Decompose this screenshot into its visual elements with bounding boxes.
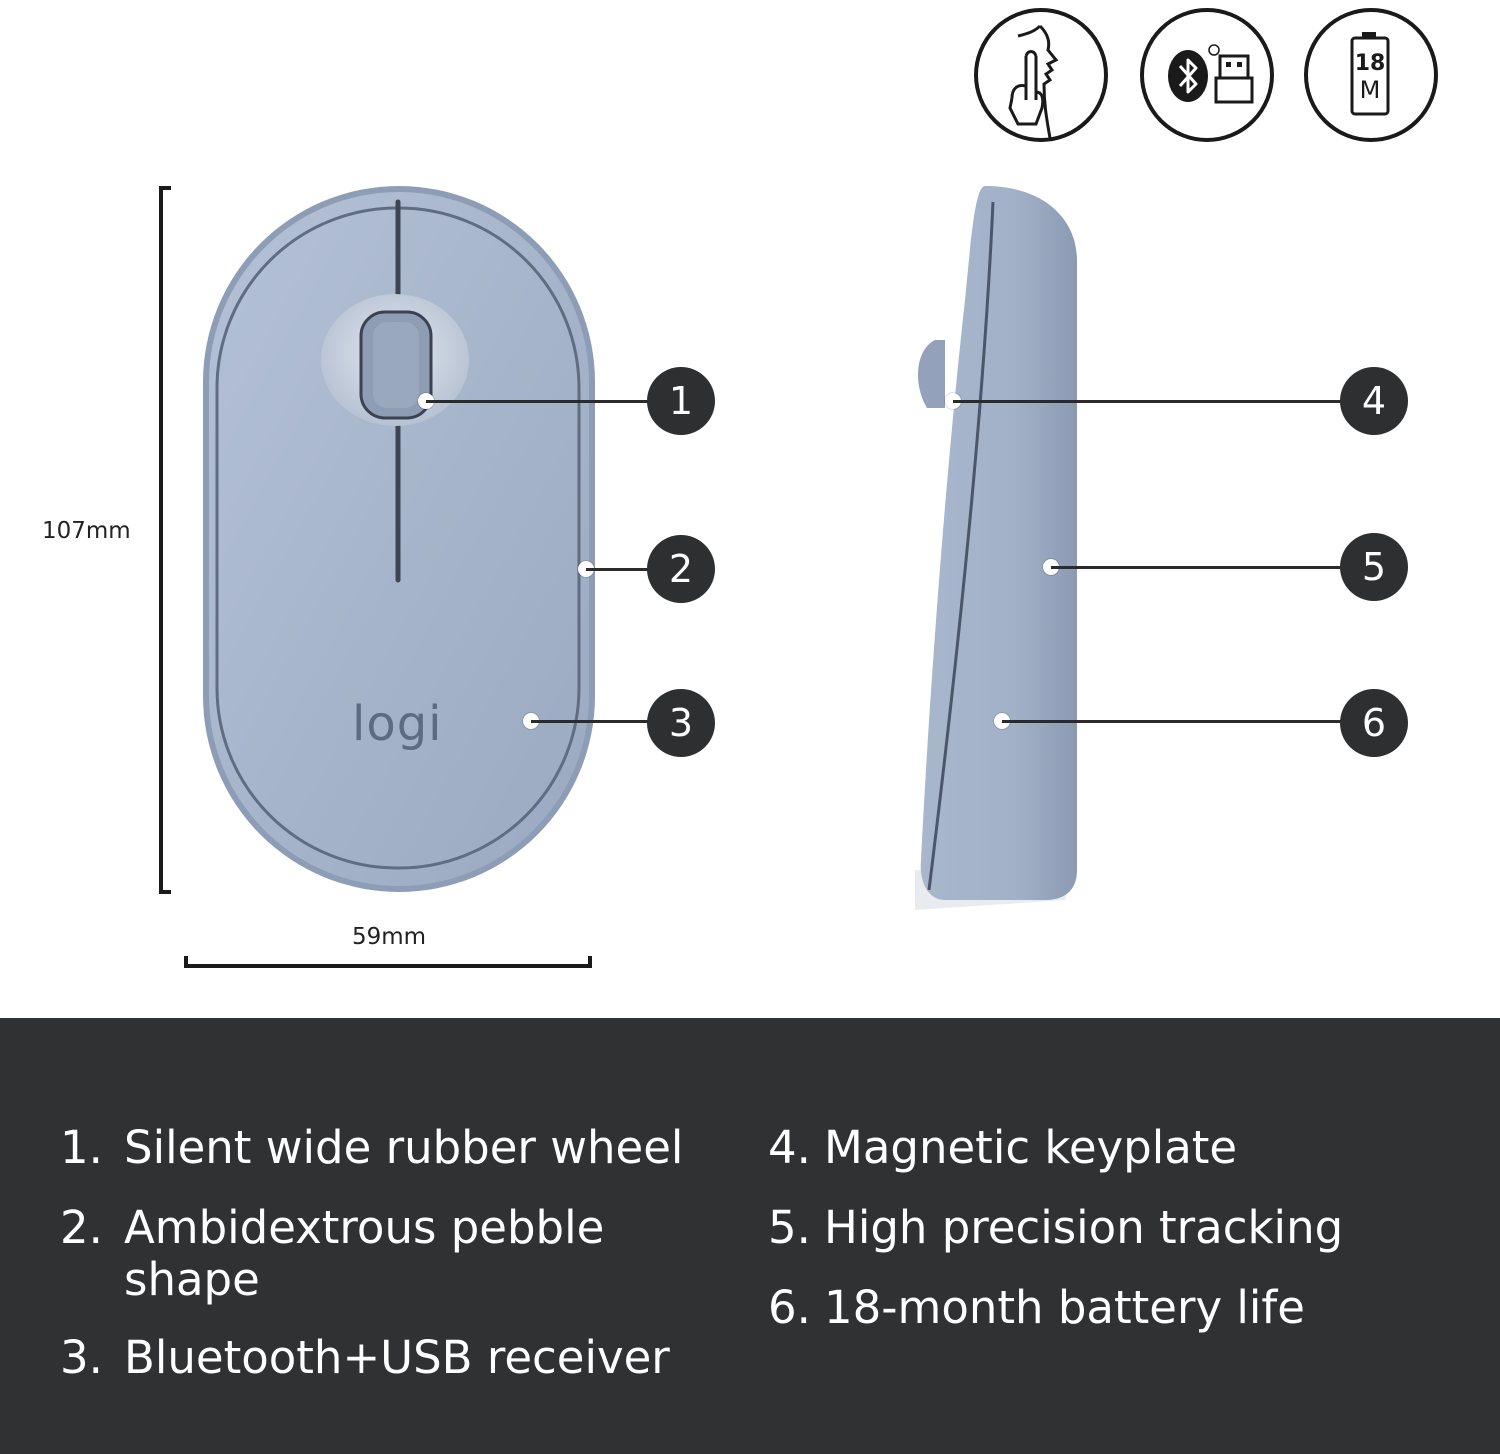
feature-text: Magnetic keyplate xyxy=(824,1121,1238,1174)
callout-line-1 xyxy=(426,400,656,403)
feature-item-4: 4. Magnetic keyplate xyxy=(768,1122,1468,1174)
callout-badge-1: 1 xyxy=(647,367,715,435)
feature-text: Silent wide rubber wheel xyxy=(124,1121,684,1174)
features-panel xyxy=(0,1018,1500,1454)
width-dimension-label: 59mm xyxy=(352,924,427,950)
feature-text: 18-month battery life xyxy=(824,1281,1305,1334)
callout-line-5 xyxy=(1051,566,1351,569)
feature-text: High precision tracking xyxy=(824,1201,1344,1254)
feature-item-6: 6. 18-month battery life xyxy=(768,1282,1468,1334)
callout-badge-4: 4 xyxy=(1340,367,1408,435)
feature-item-5: 5. High precision tracking xyxy=(768,1202,1468,1254)
battery-18-months-icon: 18 M xyxy=(1304,8,1438,142)
logi-logo: logi xyxy=(352,696,443,752)
callout-badge-5: 5 xyxy=(1340,533,1408,601)
silent-click-icon xyxy=(974,8,1108,142)
feature-number: 6. xyxy=(768,1281,811,1334)
feature-item-1: 1. Silent wide rubber wheel xyxy=(60,1122,720,1174)
mouse-side-view xyxy=(915,186,1077,910)
callout-line-6 xyxy=(1002,720,1352,723)
feature-number: 1. xyxy=(60,1121,103,1174)
callout-badge-2: 2 xyxy=(647,535,715,603)
feature-number: 3. xyxy=(60,1331,103,1384)
width-dimension-bracket xyxy=(184,956,592,968)
callout-line-2 xyxy=(586,568,656,571)
feature-text: Ambidextrous pebble shape xyxy=(124,1201,605,1306)
mouse-top-view xyxy=(203,186,595,892)
feature-number: 2. xyxy=(60,1201,103,1254)
feature-number: 4. xyxy=(768,1121,811,1174)
feature-item-3: 3. Bluetooth+USB receiver xyxy=(60,1332,720,1384)
callout-badge-6: 6 xyxy=(1340,689,1408,757)
callout-line-3 xyxy=(531,720,656,723)
bluetooth-usb-icon xyxy=(1140,8,1274,142)
battery-label-top: 18 xyxy=(1355,51,1386,76)
height-dimension-label: 107mm xyxy=(42,518,131,544)
height-dimension-bracket xyxy=(159,186,171,894)
feature-number: 5. xyxy=(768,1201,811,1254)
feature-text: Bluetooth+USB receiver xyxy=(124,1331,670,1384)
callout-line-4 xyxy=(953,400,1353,403)
callout-badge-3: 3 xyxy=(647,689,715,757)
battery-label-bottom: M xyxy=(1360,76,1381,104)
feature-item-2: 2. Ambidextrous pebble shape xyxy=(60,1202,660,1306)
